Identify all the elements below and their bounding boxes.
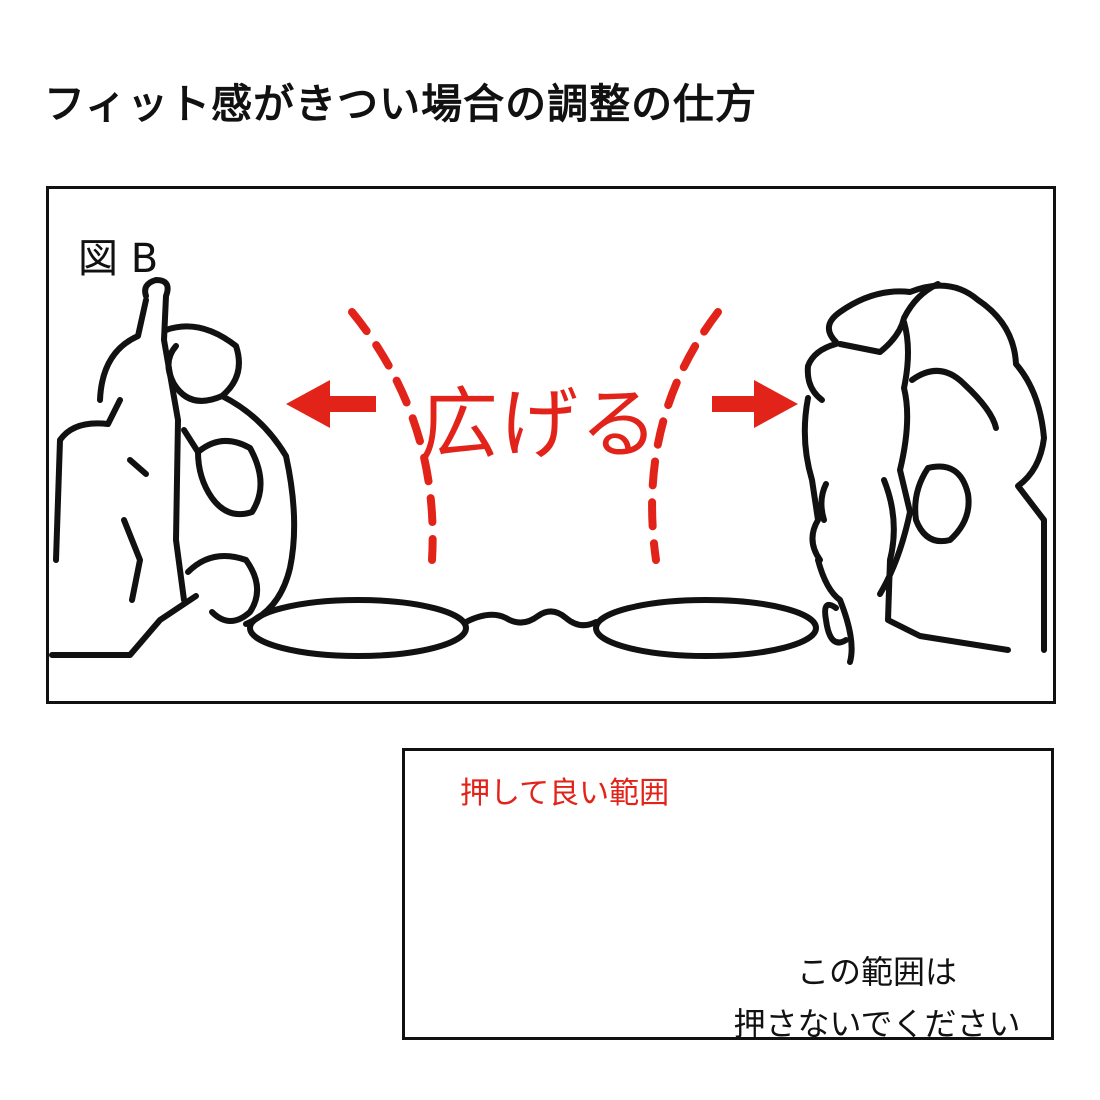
ok-range-label: 押して良い範囲: [460, 776, 670, 811]
figure-label: 図 B: [78, 236, 159, 282]
right-arrow-icon: [712, 380, 798, 428]
left-dashed-arc: [348, 308, 437, 564]
right-dashed-arc: [648, 308, 722, 564]
ng-range-label-line2: 押さないでください: [733, 1005, 1021, 1043]
spread-arcs: [348, 308, 722, 564]
right-hand-illustration: [801, 281, 1047, 665]
spread-label: 広げる: [420, 380, 661, 470]
ng-range-label: この範囲は 押さないでください: [692, 946, 1062, 1050]
left-arrow-icon: [286, 380, 376, 428]
temple-detail-panel: [402, 748, 1054, 1040]
page-title: フィット感がきつい場合の調整の仕方: [44, 80, 758, 128]
ng-range-label-line1: この範囲は: [796, 953, 957, 991]
glasses-illustration: [247, 597, 819, 659]
left-hand-illustration: [49, 277, 298, 658]
